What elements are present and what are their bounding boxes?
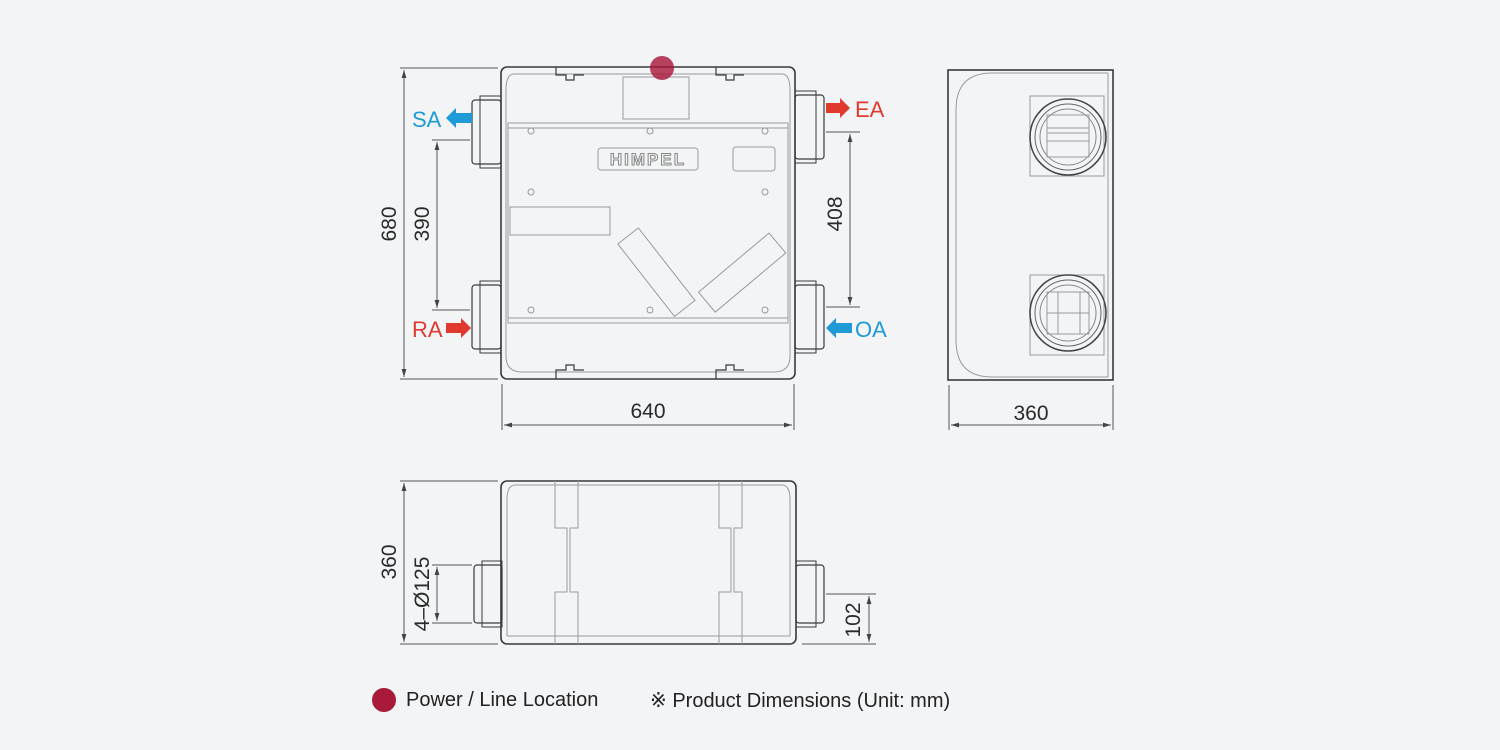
dimension-height: 680 (378, 67, 498, 380)
ra-label: RA (412, 317, 443, 342)
supply-air-arrow (446, 108, 472, 128)
power-line-marker (650, 56, 674, 80)
ea-label: EA (855, 97, 885, 122)
svg-text:390: 390 (411, 206, 434, 241)
dimensions-note: ※ Product Dimensions (Unit: mm) (650, 688, 950, 713)
outdoor-air-arrow (826, 318, 852, 338)
power-dot-icon (372, 688, 396, 712)
svg-text:360: 360 (1013, 402, 1048, 425)
return-air-arrow (446, 318, 471, 338)
dimension-inner-right: 408 (824, 131, 860, 308)
svg-text:102: 102 (842, 602, 865, 637)
dimension-side-depth: 360 (948, 385, 1114, 430)
svg-text:640: 640 (630, 400, 665, 423)
dimension-width: 640 (501, 384, 795, 430)
side-view (947, 69, 1114, 381)
oa-label: OA (855, 317, 887, 342)
dimension-bottom-depth: 360 (378, 480, 498, 645)
svg-text:408: 408 (824, 196, 847, 231)
sa-label: SA (412, 107, 442, 132)
dimension-duct-offset: 102 (802, 593, 876, 645)
svg-text:360: 360 (378, 544, 401, 579)
dimensions-note-label: ※ Product Dimensions (Unit: mm) (650, 690, 951, 712)
svg-text:680: 680 (378, 206, 401, 241)
power-legend-label: Power / Line Location (406, 688, 599, 711)
exhaust-air-arrow (826, 98, 850, 118)
svg-text:4–Ø125: 4–Ø125 (411, 557, 434, 632)
bottom-view (473, 480, 825, 645)
power-legend: Power / Line Location (372, 688, 598, 712)
dimension-duct-diameter: 4–Ø125 (411, 557, 472, 632)
brand-logo: HIMPEL (610, 150, 686, 169)
dimension-inner-left: 390 (411, 139, 470, 311)
front-view: HIMPEL (471, 66, 825, 380)
